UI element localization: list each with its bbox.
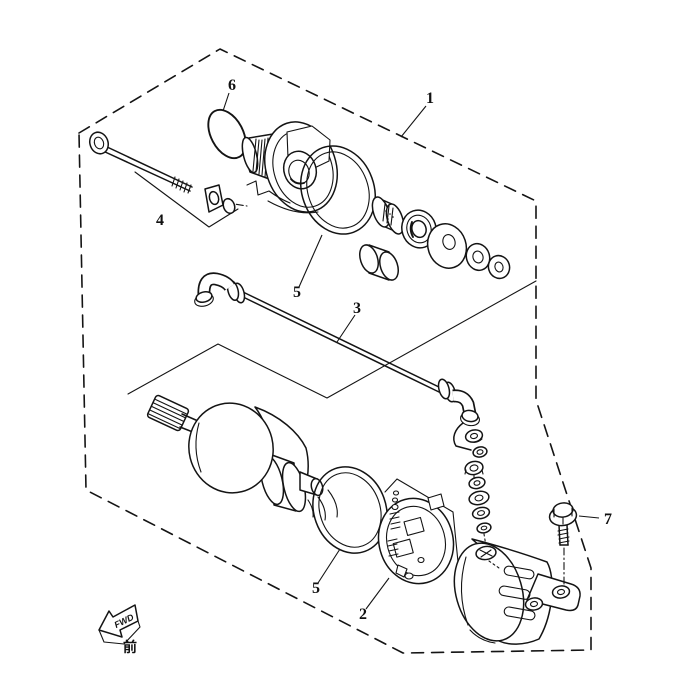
terminal-nut <box>464 429 484 443</box>
callout-5-front: 5 <box>293 234 323 301</box>
motor-group-line <box>127 280 537 399</box>
serrated-nut <box>464 460 484 480</box>
needle-bearing-rollers <box>382 203 394 226</box>
flange-hole-2 <box>524 597 544 611</box>
terminal-washer-3 <box>471 506 491 520</box>
armature-motor <box>146 394 338 521</box>
rear-cover-face <box>453 542 525 642</box>
bolt-4 <box>88 131 193 194</box>
terminal-washer-4 <box>476 522 492 534</box>
bolt-4-threads <box>171 176 192 194</box>
bolt-7-threads <box>557 528 570 544</box>
fwd-kanji: 前 <box>123 639 137 656</box>
bolt-7 <box>548 502 578 587</box>
callouts: 6 1 4 5 3 5 2 7 <box>156 77 612 623</box>
brush-box-1 <box>403 516 425 536</box>
callout-5-front-label: 5 <box>293 284 301 301</box>
callout-1-label: 1 <box>426 90 434 107</box>
cover-slot-3 <box>503 606 536 621</box>
o-ring-5-rear <box>312 466 388 554</box>
callout-2-label: 2 <box>359 606 367 623</box>
ring-terminal <box>472 446 488 458</box>
terminal-hole <box>475 545 497 561</box>
through-bolt-3 <box>194 272 480 451</box>
needle-bearing <box>371 196 405 235</box>
brush-spring-2 <box>387 538 399 557</box>
callout-4-label: 4 <box>156 212 164 229</box>
bolt-4-head <box>88 131 110 155</box>
o-ring-5f-outer <box>300 145 376 235</box>
brush-plate-tab <box>427 493 445 511</box>
brush-plate-lower-tab <box>395 564 408 578</box>
shim-washer-small <box>487 254 511 280</box>
yoke-front-face <box>188 402 274 494</box>
grommet <box>222 197 236 215</box>
splined-shaft <box>146 394 190 432</box>
callout-3: 3 <box>336 300 361 343</box>
callout-5-rear: 5 <box>312 548 341 597</box>
callout-6: 6 <box>222 77 236 112</box>
dashed-border-outline <box>78 48 592 654</box>
stay-bracket <box>204 184 236 215</box>
callout-3-label: 3 <box>353 300 361 317</box>
left-elbow-mouth <box>195 290 213 304</box>
brush-plate <box>377 490 455 585</box>
shim-washer-large <box>465 242 491 272</box>
o-ring-6-ring <box>207 108 247 160</box>
cover-slot-2 <box>498 585 531 600</box>
o-ring-5f-inner <box>306 151 370 229</box>
terminal-washer-1 <box>468 476 486 490</box>
fwd-marker: FWD 前 <box>98 604 141 656</box>
callout-1: 1 <box>400 90 434 138</box>
callout-2: 2 <box>359 577 390 623</box>
flange-hole-1 <box>551 585 571 599</box>
brush-spring-1 <box>389 490 401 530</box>
o-ring-6 <box>207 108 247 160</box>
callout-5-rear-label: 5 <box>312 580 320 597</box>
thrust-washer <box>426 223 468 269</box>
terminal-stack <box>464 429 492 547</box>
bolt-7-hex <box>552 502 574 518</box>
fwd-arrow <box>98 604 139 638</box>
callout-7: 7 <box>578 511 612 528</box>
cover-slot-1 <box>503 565 535 580</box>
o-ring-5r-outer <box>312 466 388 554</box>
o-ring-5-front <box>300 145 376 235</box>
callout-4: 4 <box>156 212 164 229</box>
brush-group-line <box>384 478 460 573</box>
spacer-collar <box>359 244 399 281</box>
stay-group-line <box>134 171 239 228</box>
stay-plate <box>204 184 224 213</box>
callout-6-label: 6 <box>228 77 236 94</box>
terminal-washer-2 <box>468 490 490 506</box>
front-cover <box>241 121 338 214</box>
o-ring-5r-inner <box>318 472 382 548</box>
rear-cover <box>453 538 581 645</box>
assembly-dashed-border <box>78 48 592 654</box>
brush-plate-ring <box>377 497 455 585</box>
right-elbow-mouth <box>461 409 479 423</box>
callout-7-label: 7 <box>604 511 612 528</box>
lead-wire <box>453 422 472 451</box>
cover-notch <box>246 180 291 204</box>
brush-box-2 <box>392 538 414 558</box>
